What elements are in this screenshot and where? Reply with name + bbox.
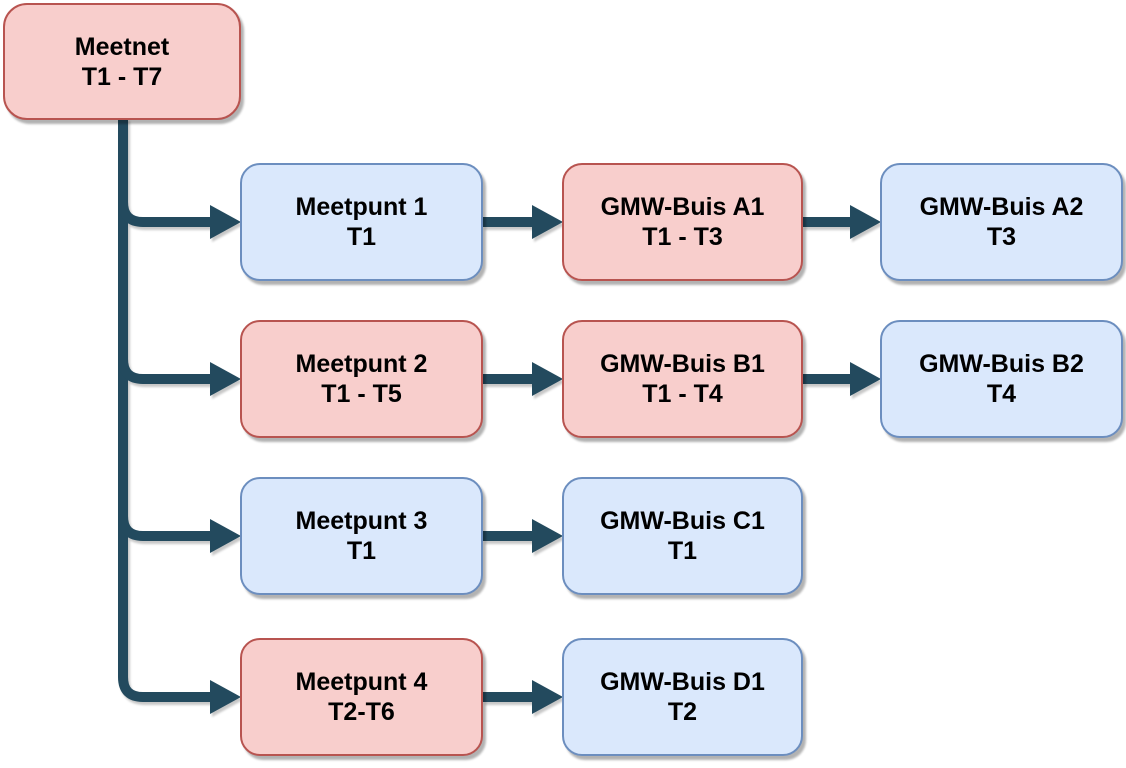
- node-meetpunt-3: Meetpunt 3 T1: [240, 477, 483, 595]
- node-sublabel: T1: [346, 223, 377, 251]
- node-label: Meetnet: [74, 32, 170, 61]
- node-label: Meetpunt 2: [295, 350, 428, 378]
- node-sublabel: T1: [667, 537, 698, 565]
- node-meetpunt-2: Meetpunt 2 T1 - T5: [240, 320, 483, 438]
- edge-meetnet-meetpunt-2: [118, 334, 241, 396]
- edge-meetpunt-3-gmw-buis-c1: [483, 519, 563, 553]
- node-sublabel: T3: [986, 223, 1017, 251]
- node-gmw-buis-b2: GMW-Buis B2 T4: [880, 320, 1123, 438]
- node-label: GMW-Buis B1: [600, 350, 765, 378]
- node-label: GMW-Buis C1: [600, 507, 765, 535]
- node-sublabel: T2: [667, 698, 698, 726]
- edge-meetpunt-4-gmw-buis-d1: [483, 680, 563, 714]
- node-gmw-buis-c1: GMW-Buis C1 T1: [562, 477, 803, 595]
- node-label: Meetpunt 1: [295, 193, 428, 221]
- node-gmw-buis-a2: GMW-Buis A2 T3: [880, 163, 1123, 281]
- edge-meetnet-meetpunt-4: [118, 118, 241, 714]
- edge-gmw-buis-a1-gmw-buis-a2: [803, 205, 881, 239]
- node-gmw-buis-b1: GMW-Buis B1 T1 - T4: [562, 320, 803, 438]
- node-meetpunt-1: Meetpunt 1 T1: [240, 163, 483, 281]
- edge-meetnet-meetpunt-1: [118, 177, 241, 239]
- node-sublabel: T1 - T4: [642, 380, 723, 408]
- node-sublabel: T1 - T7: [81, 62, 163, 91]
- node-meetnet: Meetnet T1 - T7: [3, 3, 241, 120]
- node-label: Meetpunt 3: [295, 507, 428, 535]
- node-sublabel: T2-T6: [328, 698, 395, 726]
- node-sublabel: T1 - T5: [321, 380, 402, 408]
- node-label: GMW-Buis A1: [600, 193, 765, 221]
- edge-meetpunt-2-gmw-buis-b1: [483, 362, 563, 396]
- node-sublabel: T4: [986, 380, 1017, 408]
- node-gmw-buis-a1: GMW-Buis A1 T1 - T3: [562, 163, 803, 281]
- node-gmw-buis-d1: GMW-Buis D1 T2: [562, 638, 803, 756]
- node-label: Meetpunt 4: [295, 668, 428, 696]
- node-label: GMW-Buis D1: [600, 668, 765, 696]
- node-sublabel: T1: [346, 537, 377, 565]
- node-meetpunt-4: Meetpunt 4 T2-T6: [240, 638, 483, 756]
- edge-meetpunt-1-gmw-buis-a1: [483, 205, 563, 239]
- node-label: GMW-Buis B2: [919, 350, 1084, 378]
- node-label: GMW-Buis A2: [919, 193, 1084, 221]
- edge-gmw-buis-b1-gmw-buis-b2: [803, 362, 881, 396]
- edge-meetnet-meetpunt-3: [118, 491, 241, 553]
- node-sublabel: T1 - T3: [642, 223, 723, 251]
